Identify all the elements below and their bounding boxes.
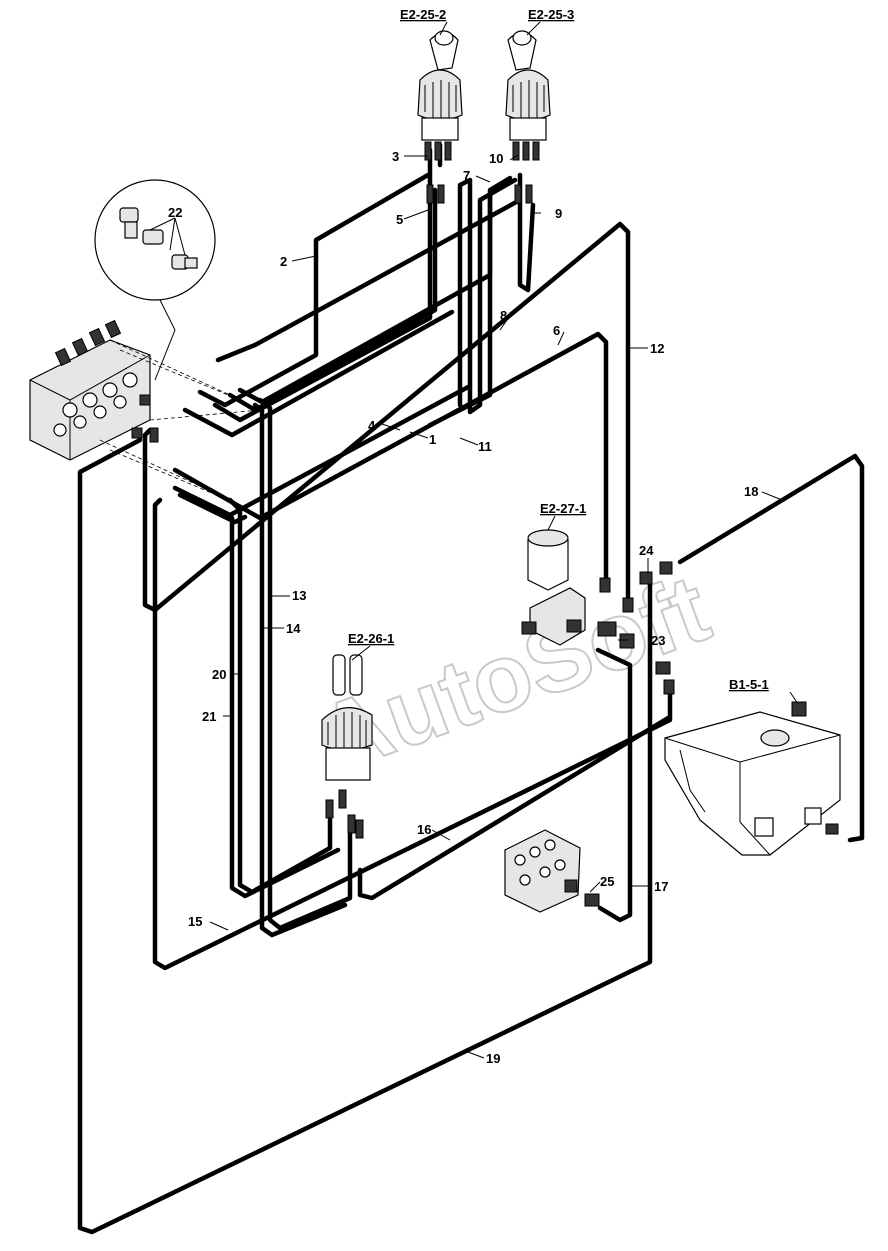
hose-19 [77,437,653,1235]
hose-12 [142,221,631,613]
hose-15 [152,497,673,971]
label-23: 23 [651,633,665,648]
hose-manifold-b [177,492,248,525]
detail-circle: 22 [94,179,216,381]
label-9: 9 [555,206,562,221]
label-4: 4 [368,418,376,433]
label-25: 25 [600,874,614,889]
label-5: 5 [396,212,403,227]
label-22: 22 [168,205,182,220]
hose-10 [215,172,523,363]
fitting-icon [584,561,675,907]
label-2: 2 [280,254,287,269]
leader-lines [209,154,783,1059]
label-17: 17 [654,879,668,894]
control-valve-icon [29,319,159,461]
hose-manifold-a [172,383,473,518]
joystick-icon [505,30,551,204]
pilot-joystick: E2-26-1 [321,631,394,839]
hose-7 [457,177,518,415]
label-8: 8 [500,308,507,323]
ref-tank: B1-5-1 [729,677,769,692]
joystick-left: E2-25-2 [400,7,463,204]
hose-manifold-c [182,309,455,438]
hose-lines [77,142,865,1235]
label-20: 20 [212,667,226,682]
hose-8 [427,192,493,428]
ref-joystick-right: E2-25-3 [528,7,574,22]
hose-1 [227,187,438,413]
fitting-icon [119,207,198,270]
hydraulic-tank-icon [664,701,841,856]
label-6: 6 [553,323,560,338]
label-18: 18 [744,484,758,499]
label-13: 13 [292,588,306,603]
ref-pilot-joystick: E2-26-1 [348,631,394,646]
label-12: 12 [650,341,664,356]
label-16: 16 [417,822,431,837]
ref-joystick-left: E2-25-2 [400,7,446,22]
label-14: 14 [286,621,301,636]
label-11: 11 [478,439,492,454]
label-15: 15 [188,914,202,929]
hose-14 [252,402,348,938]
label-1: 1 [429,432,436,447]
ref-valve-block: E2-27-1 [540,501,586,516]
guide-lines [99,339,261,506]
label-3: 3 [392,149,399,164]
label-21: 21 [202,709,216,724]
hose-2 [197,172,431,408]
control-valve-icon [504,829,581,913]
label-24: 24 [639,543,654,558]
joystick-right: E2-25-3 [505,7,574,204]
hose-13 [257,397,353,931]
hose-16 [357,715,671,901]
hose-4 [212,192,433,423]
hose-18 [677,453,865,843]
hose-17 [595,647,633,923]
joystick-icon [321,654,373,839]
label-10: 10 [489,151,503,166]
solenoid-valve-icon [521,529,635,649]
label-19: 19 [486,1051,500,1066]
item-labels: 1 2 3 4 5 6 7 8 9 10 11 12 13 14 15 16 1… [188,149,758,1066]
hose-9 [517,197,536,293]
label-7: 7 [463,168,470,183]
joystick-icon [417,30,463,204]
